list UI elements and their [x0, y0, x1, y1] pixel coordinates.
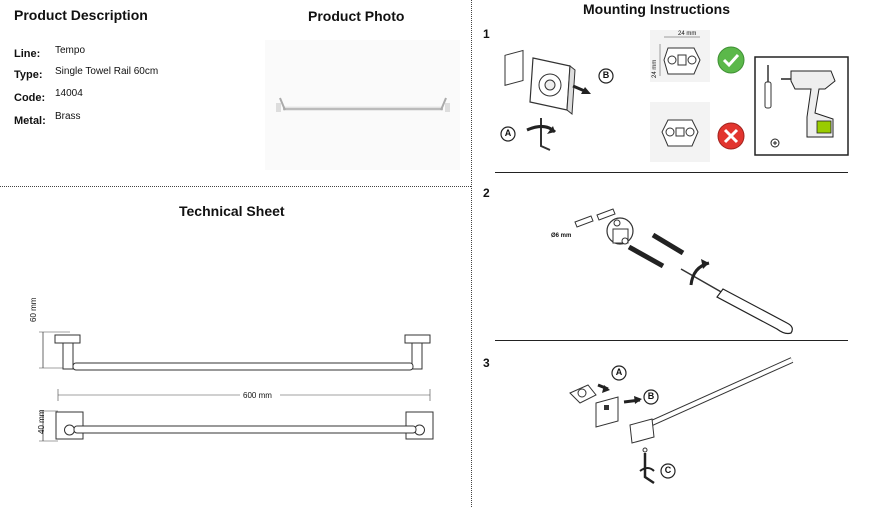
callout-b-step1: [598, 68, 614, 84]
vertical-divider: [471, 0, 472, 507]
check-icon: [717, 46, 745, 74]
callout-b-step1-label: B: [602, 70, 610, 80]
tools-figure: [754, 56, 849, 156]
dim-height-label: 60 mm: [29, 297, 38, 322]
drill-size-label: Ø6 mm: [551, 233, 572, 239]
product-description-title: Product Description: [14, 7, 148, 23]
spec-line-value: Tempo: [55, 45, 86, 56]
spec-metal-label: Metal:: [14, 115, 46, 127]
dim-length-label: 600 mm: [243, 391, 272, 400]
dim-depth-label: 40 mm: [37, 409, 46, 434]
technical-drawing-top: [39, 331, 431, 371]
spec-type-label: Type:: [14, 69, 43, 81]
spec-metal-value: Brass: [55, 111, 81, 122]
spec-line-label: Line:: [14, 48, 41, 60]
step-1-number: 1: [483, 27, 490, 41]
step-3-number: 3: [483, 356, 490, 370]
spec-type: Type:: [14, 65, 43, 83]
spec-code-label: Code:: [14, 92, 46, 104]
mounting-title: Mounting Instructions: [583, 1, 730, 17]
spec-metal: Metal:: [14, 111, 46, 129]
callout-a-step1-label: A: [504, 128, 512, 138]
callout-b-step3-label: B: [647, 391, 655, 401]
product-photo-title: Product Photo: [308, 8, 405, 24]
step-2-figure: [574, 208, 793, 335]
step-2-number: 2: [483, 186, 490, 200]
step-3-figure: [569, 357, 794, 485]
plate-height-label: 24 mm: [652, 59, 658, 78]
plate-wrong-figure: [650, 102, 710, 162]
spec-type-value: Single Towel Rail 60cm: [55, 66, 159, 77]
callout-c-step3: [660, 463, 676, 479]
step-1-rule: [495, 172, 848, 173]
spec-code-value: 14004: [55, 88, 83, 99]
callout-c-step3-label: C: [664, 465, 672, 475]
plate-correct-figure: [650, 30, 710, 82]
plate-width-label: 24 mm: [678, 31, 697, 37]
technical-sheet-title: Technical Sheet: [179, 203, 285, 219]
spec-code: Code:: [14, 88, 45, 106]
technical-drawing-front: [39, 389, 434, 442]
horizontal-divider: [0, 186, 471, 187]
callout-b-step3: [643, 389, 659, 405]
cross-icon: [717, 122, 745, 150]
step-1-bracket-figure: [504, 49, 591, 151]
callout-a-step3-label: A: [615, 367, 623, 377]
callout-a-step1: [500, 126, 516, 142]
callout-a-step3: [611, 365, 627, 381]
product-photo: [265, 40, 460, 170]
spec-line: Line:: [14, 44, 40, 62]
step-2-rule: [495, 340, 848, 341]
